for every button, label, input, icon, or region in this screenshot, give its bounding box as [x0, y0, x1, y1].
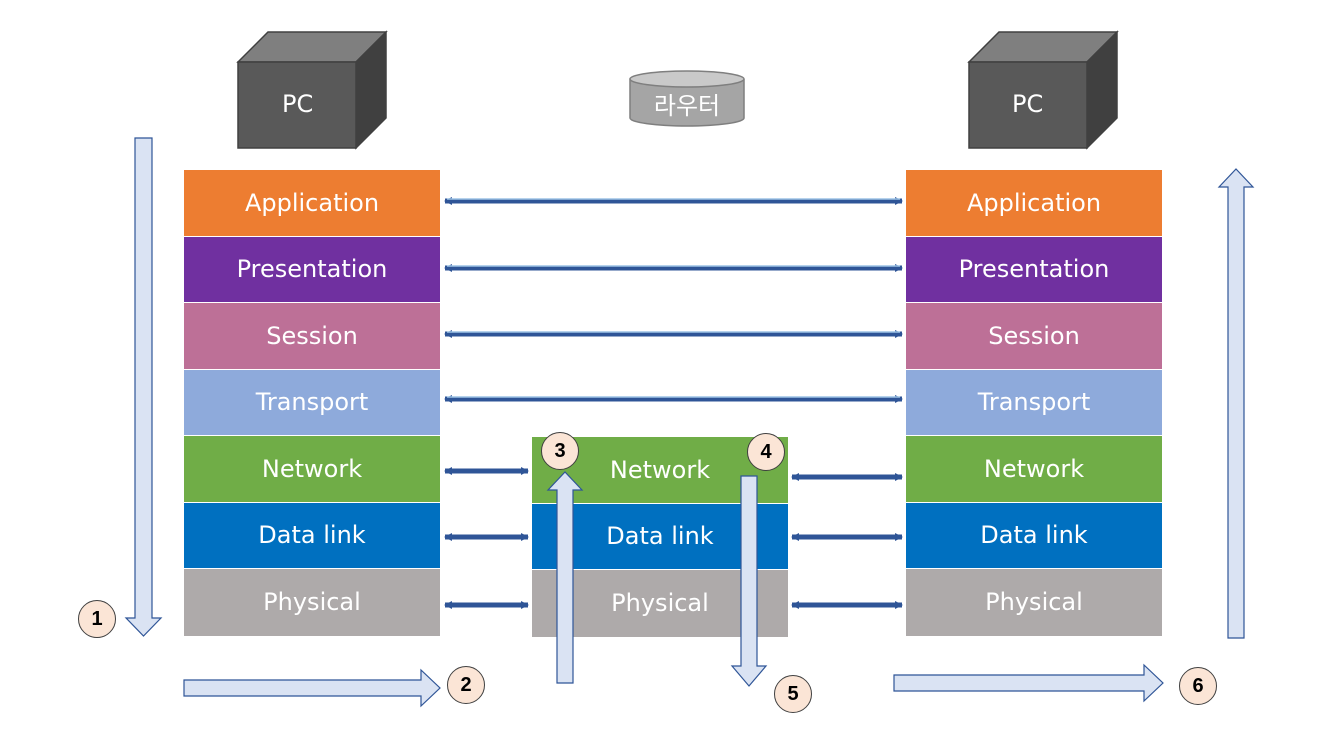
step-badge-2: 2 — [447, 666, 485, 704]
right-layer-session: Session — [906, 303, 1162, 370]
left-pc-cube — [236, 30, 388, 150]
right-layer-datalink: Data link — [906, 502, 1162, 569]
flow-arrow-up-router — [546, 471, 584, 684]
step-badge-4: 4 — [747, 433, 785, 471]
flow-arrow-down-left — [124, 137, 163, 637]
right-layer-physical: Physical — [906, 569, 1162, 636]
left-layer-transport: Transport — [184, 369, 440, 436]
right-osi-stack: Application Presentation Session Transpo… — [906, 170, 1162, 636]
right-layer-network: Network — [906, 436, 1162, 503]
right-layer-presentation: Presentation — [906, 236, 1162, 303]
step-badge-5: 5 — [774, 675, 812, 713]
router-cylinder — [629, 70, 745, 127]
flow-arrow-down-router — [730, 475, 768, 687]
step-badge-6: 6 — [1179, 667, 1217, 705]
step-badge-1: 1 — [78, 600, 116, 638]
left-layer-application: Application — [184, 170, 440, 237]
step-badge-3: 3 — [541, 432, 579, 470]
left-layer-network: Network — [184, 436, 440, 503]
right-layer-application: Application — [906, 170, 1162, 237]
flow-arrow-right-bottom-right — [893, 663, 1164, 703]
left-pc-label: PC — [282, 90, 314, 118]
left-layer-session: Session — [184, 303, 440, 370]
peer-connectors — [444, 197, 903, 609]
left-layer-physical: Physical — [184, 569, 440, 636]
left-layer-datalink: Data link — [184, 502, 440, 569]
flow-arrow-up-right — [1217, 168, 1255, 639]
left-osi-stack: Application Presentation Session Transpo… — [184, 170, 440, 636]
right-layer-transport: Transport — [906, 369, 1162, 436]
right-pc-cube — [967, 30, 1119, 150]
right-pc-label: PC — [1012, 90, 1044, 118]
router-label: 라우터 — [653, 92, 721, 120]
left-layer-presentation: Presentation — [184, 236, 440, 303]
flow-arrow-right-bottom-left — [183, 668, 441, 708]
